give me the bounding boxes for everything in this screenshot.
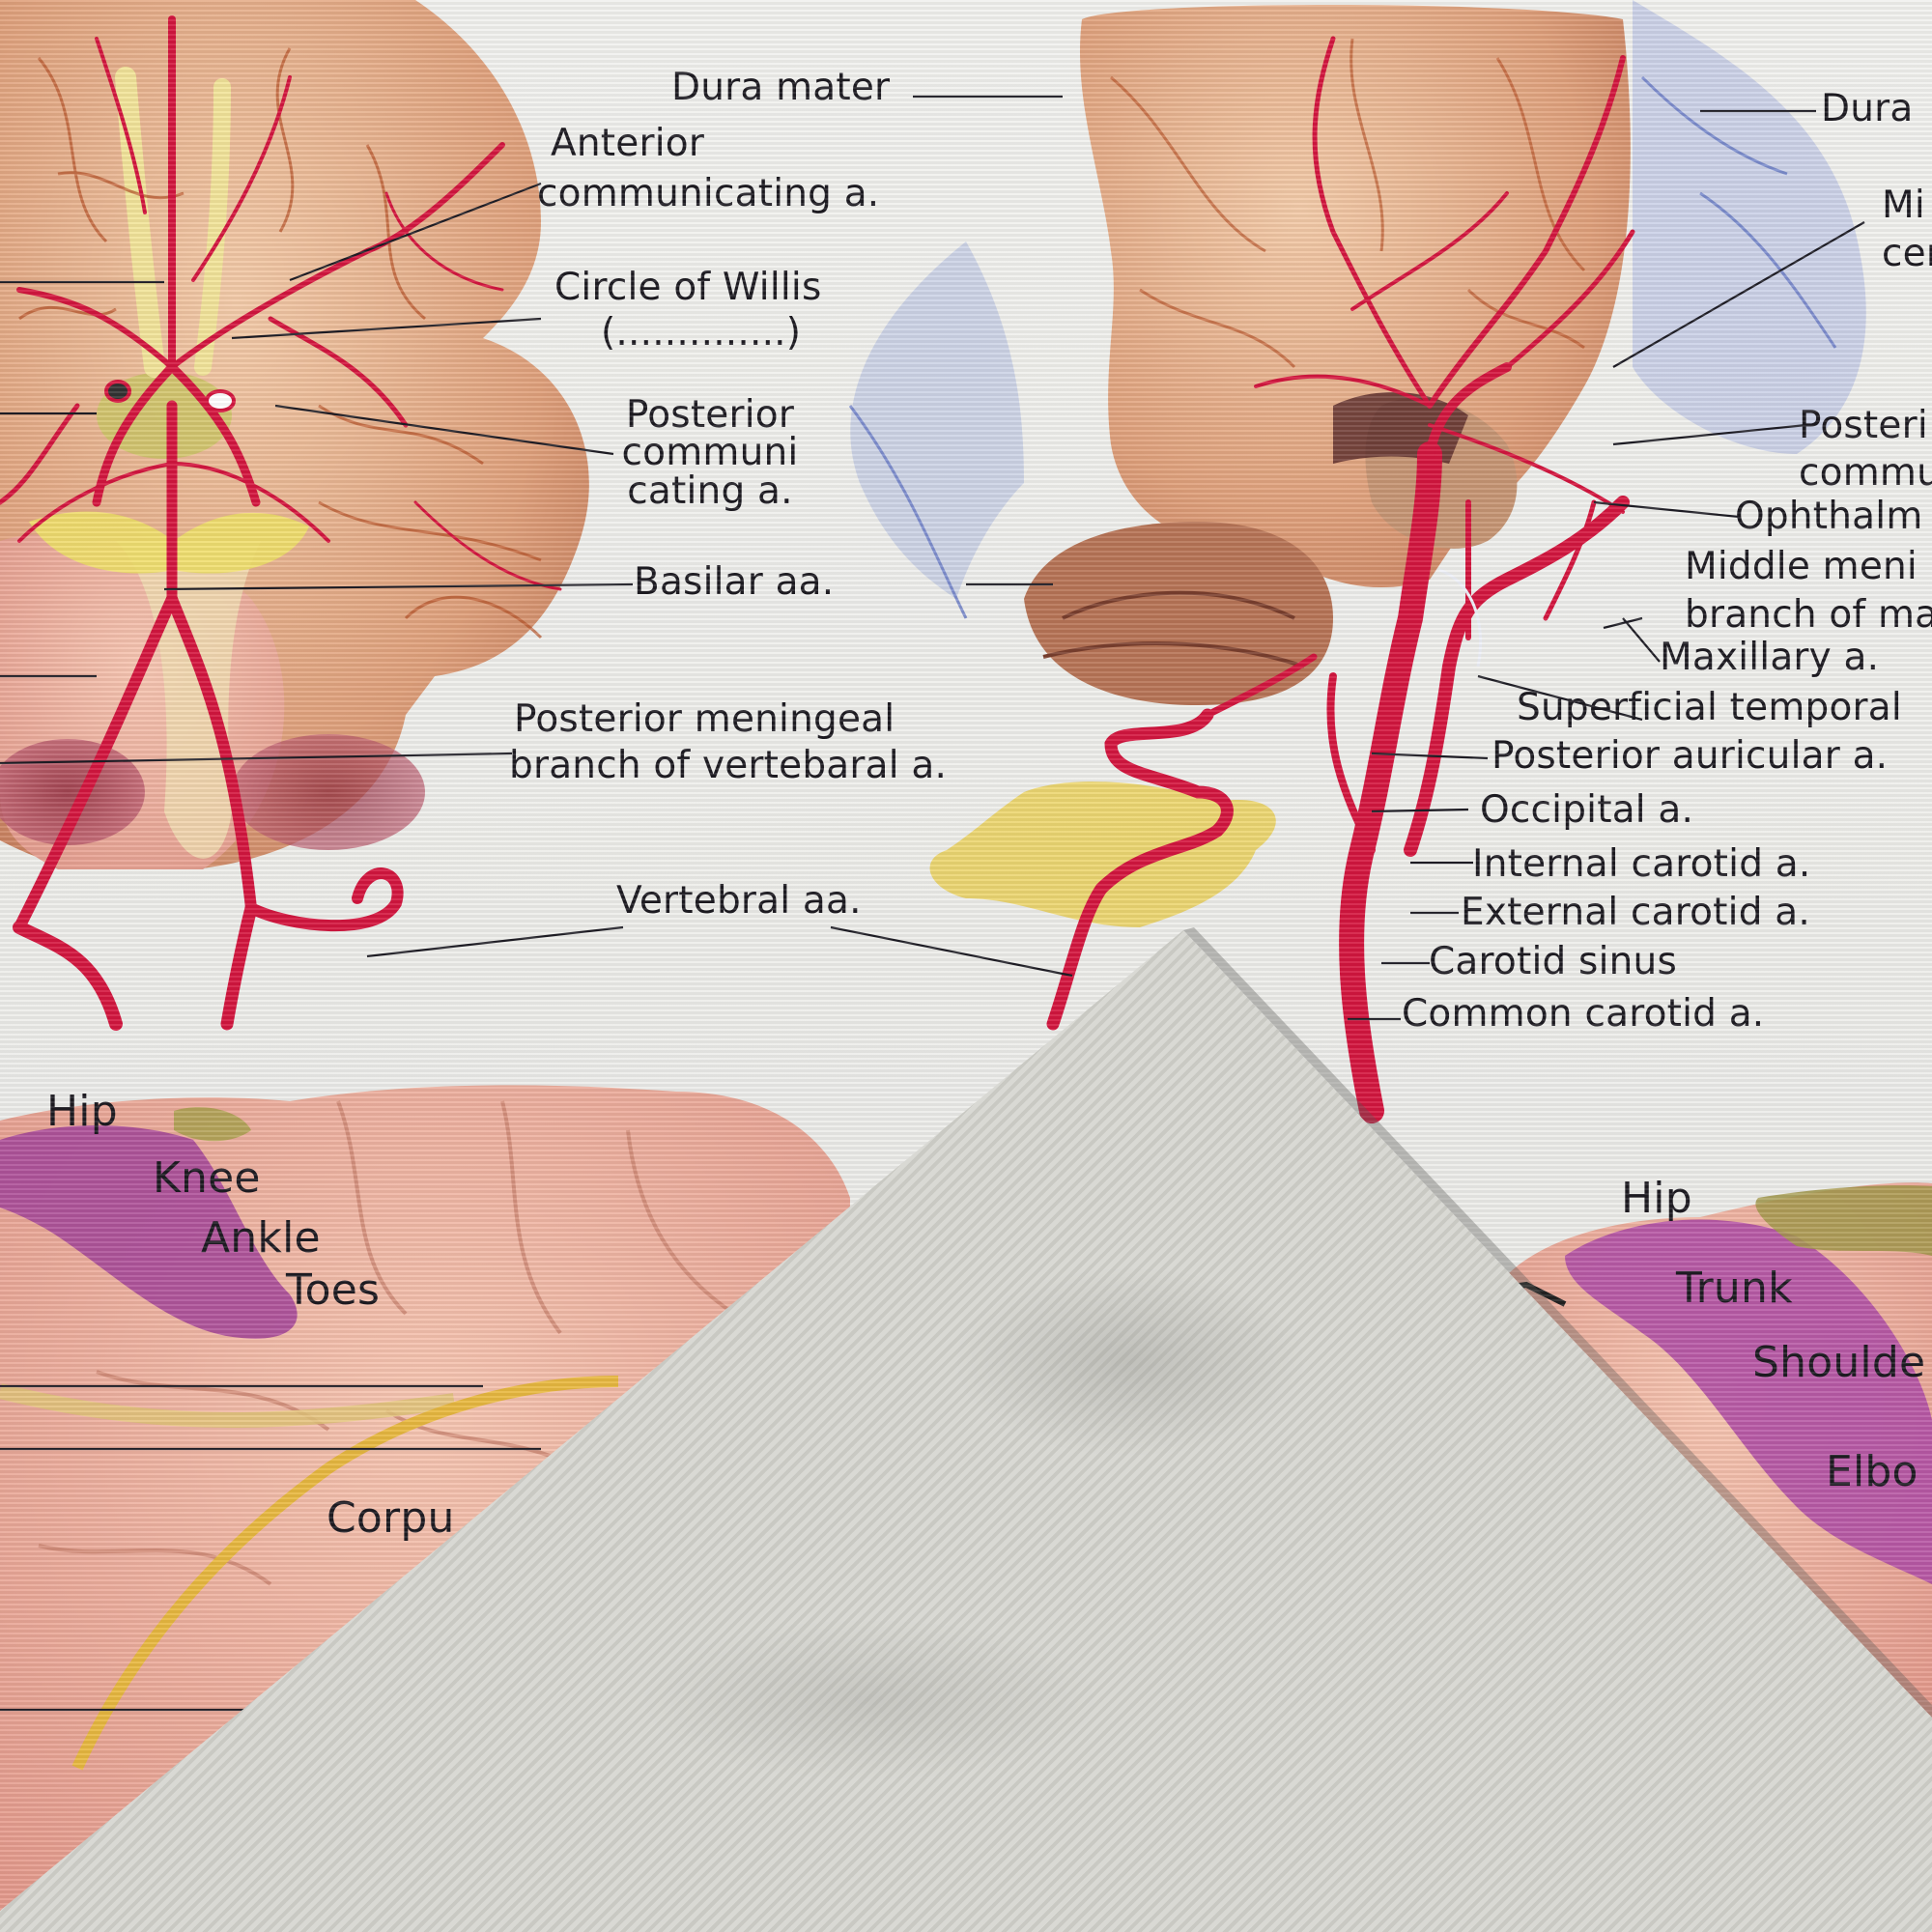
- label-circle-of-willis: Circle of Willis: [554, 266, 822, 309]
- label-posterior-meningeal-line1: Posterior meningeal: [514, 697, 895, 741]
- label-external-carotid: External carotid a.: [1461, 891, 1810, 934]
- cortex-left-view: [0, 1085, 850, 1911]
- brain-base-view: [0, 0, 589, 1031]
- label-corpus-partial: Corpu: [327, 1493, 455, 1543]
- label-common-carotid: Common carotid a.: [1402, 992, 1765, 1036]
- label-trunk: Trunk: [1676, 1264, 1793, 1313]
- label-hip-left: Hip: [46, 1087, 118, 1136]
- label-posterior-communicating-line3: cating a.: [627, 469, 793, 513]
- label-circle-of-willis-blank: (..............): [601, 311, 802, 355]
- cortex-right-view: [1492, 1182, 1932, 1718]
- label-ankle: Ankle: [201, 1213, 321, 1263]
- label-maxillary: Maxillary a.: [1660, 636, 1880, 679]
- label-middle-meningeal-partial-line2: branch of ma: [1685, 593, 1932, 637]
- label-anterior-communicating-line2: communicating a.: [537, 172, 880, 215]
- lateral-head-view: [848, 0, 1866, 1123]
- label-superficial-temporal: Superficial temporal: [1517, 686, 1902, 729]
- label-shoulder-partial: Shoulde: [1752, 1338, 1926, 1387]
- label-anterior-communicating-line1: Anterior: [551, 122, 705, 165]
- label-toes: Toes: [286, 1265, 381, 1315]
- label-posterior-communicating-line2: communi: [621, 431, 799, 474]
- label-vertebral: Vertebral aa.: [616, 879, 862, 923]
- label-dura-partial: Dura: [1821, 87, 1914, 130]
- label-posterior-partial-line1: Posteri: [1799, 404, 1928, 447]
- label-posterior-auricular: Posterior auricular a.: [1492, 734, 1889, 778]
- label-carotid-sinus: Carotid sinus: [1429, 940, 1677, 983]
- label-occipital: Occipital a.: [1480, 788, 1694, 832]
- label-posterior-partial-line2: commu: [1799, 451, 1932, 495]
- label-middle-meningeal-partial-line1: Middle meni: [1685, 545, 1918, 588]
- label-posterior-communicating-line1: Posterior: [625, 393, 795, 437]
- label-posterior-meningeal-line2: branch of vertebaral a.: [509, 744, 948, 787]
- leader-lines: [0, 95, 1865, 1712]
- label-ophthalmic-partial: Ophthalm: [1735, 495, 1923, 538]
- label-dura-mater: Dura mater: [671, 66, 891, 109]
- label-middle-cerebral-partial-line2: cer: [1882, 232, 1932, 275]
- label-elbow-partial: Elbo: [1826, 1447, 1918, 1496]
- label-middle-cerebral-partial-line1: Mi: [1882, 184, 1925, 227]
- label-knee: Knee: [153, 1153, 261, 1203]
- label-basilar: Basilar aa.: [634, 560, 835, 604]
- label-hip-right: Hip: [1621, 1174, 1692, 1223]
- label-internal-carotid: Internal carotid a.: [1472, 842, 1811, 886]
